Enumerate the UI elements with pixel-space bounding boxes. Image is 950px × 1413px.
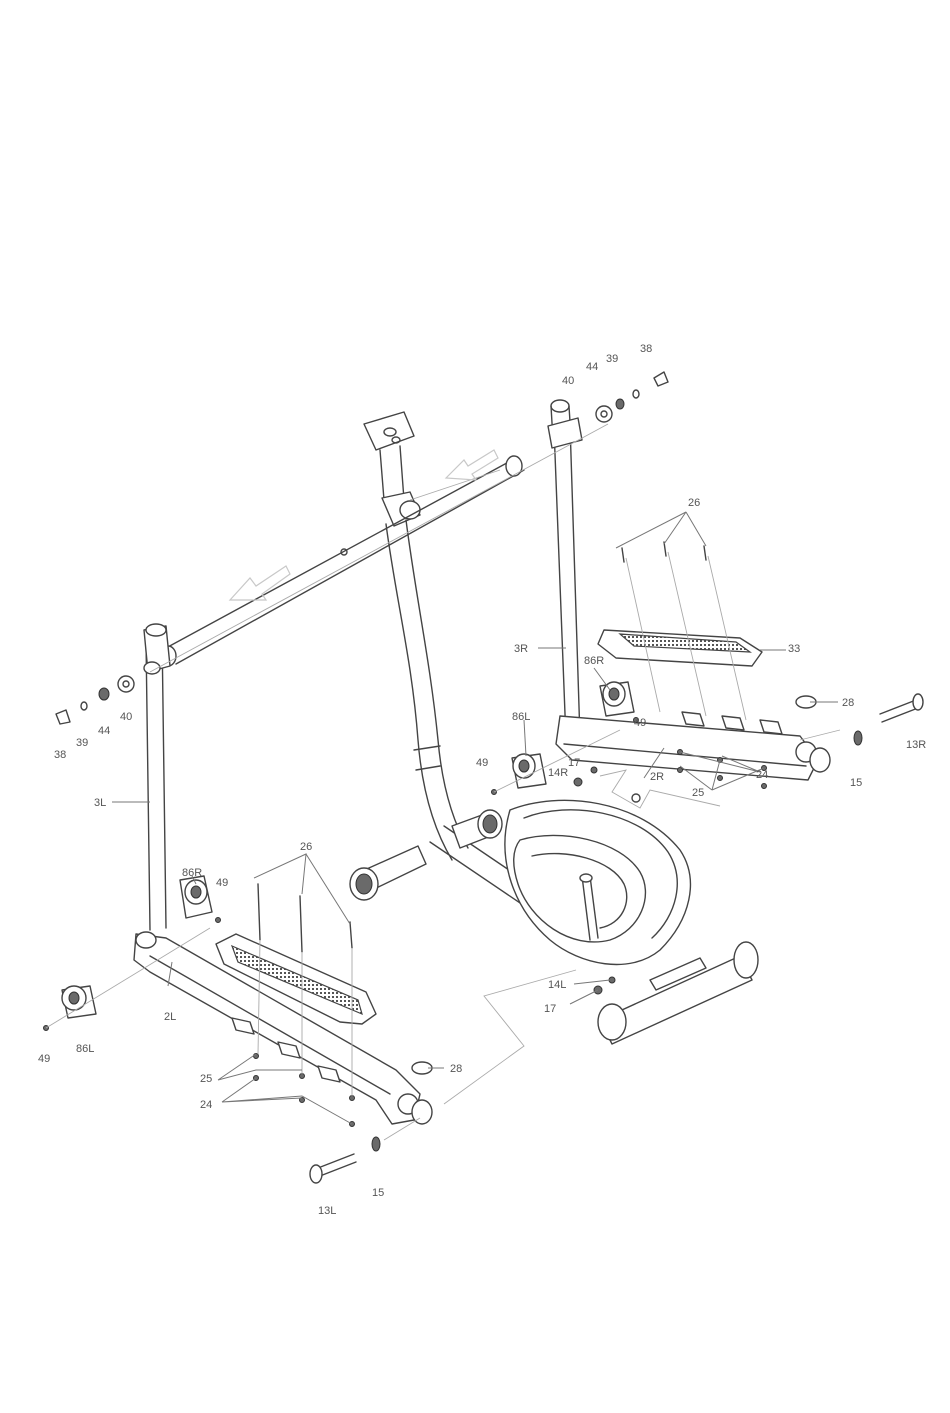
label-26: 26: [688, 497, 700, 509]
hardware-stack-top: [596, 372, 668, 422]
label-28: 28: [842, 697, 854, 709]
right-swing-arm-3R: [548, 400, 582, 740]
label-13R: 13R: [906, 739, 926, 751]
label-17: 17: [568, 757, 580, 769]
label-86L: 86L: [76, 1043, 94, 1055]
bracket-86L-left: [62, 986, 96, 1018]
label-15: 15: [850, 777, 862, 789]
label-14L: 14L: [548, 979, 566, 991]
label-49: 49: [476, 757, 488, 769]
left-swing-arm-3L: [144, 624, 170, 930]
label-33: 33: [788, 643, 800, 655]
label-24: 24: [756, 769, 768, 781]
label-39: 39: [76, 737, 88, 749]
bracket-86R-left: [180, 876, 212, 918]
label-86L: 86L: [512, 711, 530, 723]
label-49: 49: [38, 1053, 50, 1065]
label-38: 38: [640, 343, 652, 355]
label-86R: 86R: [584, 655, 604, 667]
label-15: 15: [372, 1187, 384, 1199]
assembly-guide-lines: [46, 424, 840, 1140]
label-2R: 2R: [650, 771, 664, 783]
label-13L: 13L: [318, 1205, 336, 1217]
label-40: 40: [562, 375, 574, 387]
label-26: 26: [300, 841, 312, 853]
label-3L: 3L: [94, 797, 106, 809]
handlebar-crossbar: [160, 456, 524, 666]
label-3R: 3R: [514, 643, 528, 655]
label-25: 25: [200, 1073, 212, 1085]
label-14R: 14R: [548, 767, 568, 779]
label-25: 25: [692, 787, 704, 799]
direction-arrows: [230, 450, 498, 600]
label-2L: 2L: [164, 1011, 176, 1023]
label-49: 49: [634, 717, 646, 729]
label-86R: 86R: [182, 867, 202, 879]
bracket-86L-right: [512, 754, 546, 788]
bracket-86R-right: [600, 682, 634, 716]
label-44: 44: [98, 725, 110, 737]
label-39: 39: [606, 353, 618, 365]
label-44: 44: [586, 361, 598, 373]
right-pedal-33: [598, 630, 762, 666]
label-24: 24: [200, 1099, 212, 1111]
label-38: 38: [54, 749, 66, 761]
label-49: 49: [216, 877, 228, 889]
label-40: 40: [120, 711, 132, 723]
label-17: 17: [544, 1003, 556, 1015]
part-labels: 38 39 44 40 38 39 44 40 26 26 33 3R 86R …: [38, 343, 926, 1217]
label-28: 28: [450, 1063, 462, 1075]
